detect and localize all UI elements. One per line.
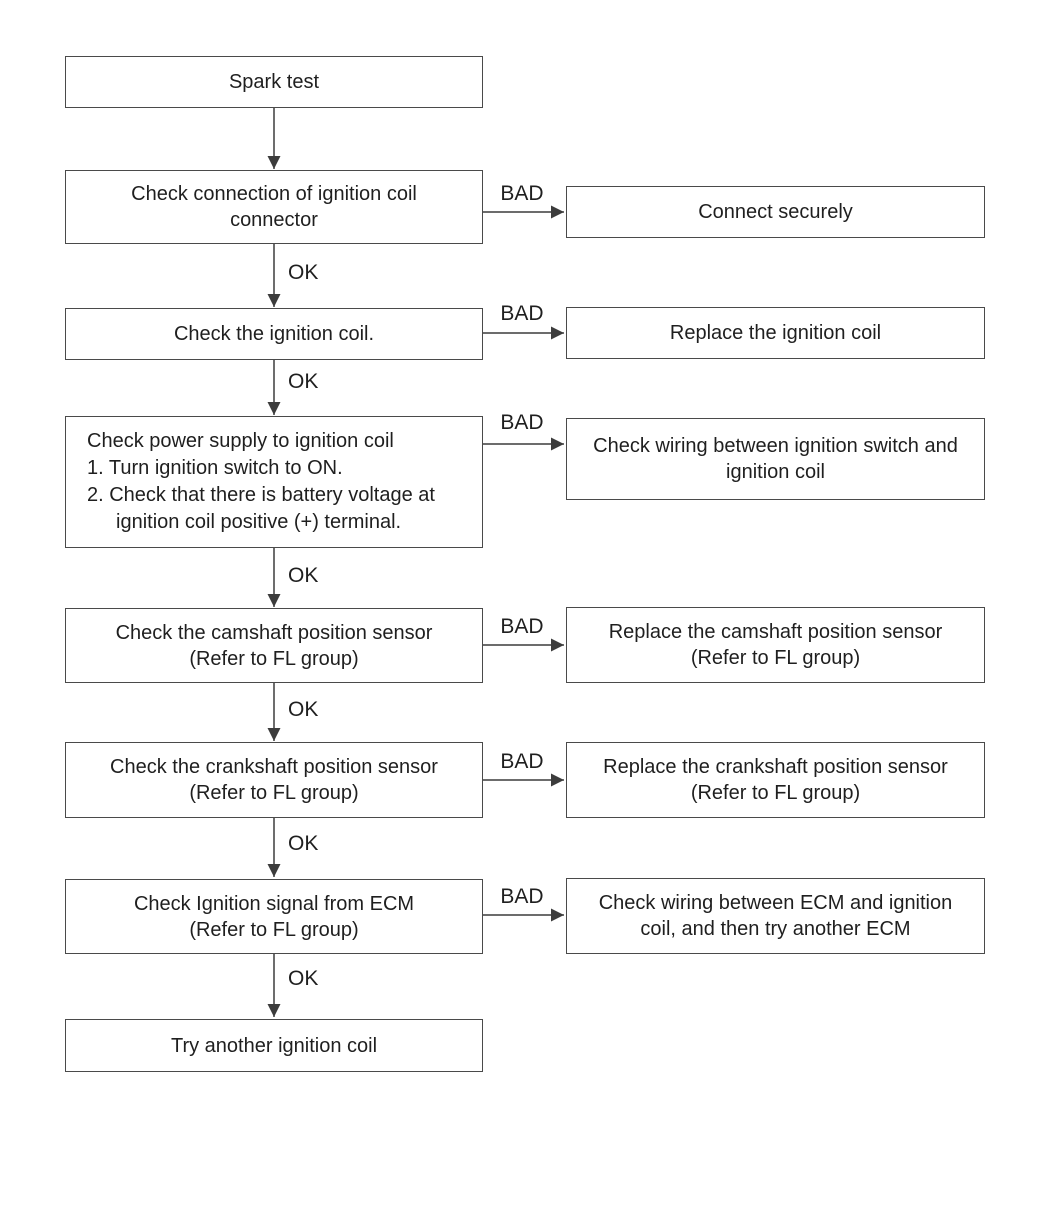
result-check-wiring-switch-label: Check wiring between ignition switch and… — [593, 435, 958, 483]
node-check-connection-label: Check connection of ignition coil connec… — [131, 183, 417, 231]
bad-label-connection: BAD — [500, 182, 544, 205]
bad-label-camshaft: BAD — [500, 615, 544, 638]
result-replace-camshaft-sensor-label: Replace the camshaft position sensor (Re… — [608, 621, 943, 669]
node-check-connection: Check connection of ignition coil connec… — [65, 170, 483, 244]
node-check-crankshaft-sensor: Check the crankshaft position sensor (Re… — [65, 742, 483, 818]
result-connect-securely-label: Connect securely — [698, 201, 853, 223]
node-check-ignition-signal-label: Check Ignition signal from ECM (Refer to… — [133, 892, 415, 941]
result-replace-camshaft-sensor: Replace the camshaft position sensor (Re… — [566, 607, 985, 683]
result-replace-crankshaft-sensor-label: Replace the crankshaft position sensor (… — [603, 756, 948, 804]
result-check-wiring-ecm-label: Check wiring between ECM and ignition co… — [598, 892, 953, 940]
node-try-another-coil: Try another ignition coil — [65, 1019, 483, 1072]
ok-label-crankshaft: OK — [288, 832, 319, 855]
ok-label-connection: OK — [288, 261, 319, 284]
node-try-another-coil-label: Try another ignition coil — [170, 1034, 378, 1057]
bad-label-power: BAD — [500, 411, 544, 434]
bad-label-ecm: BAD — [500, 885, 544, 908]
node-check-camshaft-sensor-label: Check the camshaft position sensor (Refe… — [115, 621, 433, 670]
node-check-power-supply-step-2: 2. Check that there is battery voltage a… — [87, 484, 435, 533]
result-connect-securely: Connect securely — [566, 186, 985, 238]
node-check-camshaft-sensor: Check the camshaft position sensor (Refe… — [65, 608, 483, 683]
node-check-power-supply-step-1: 1. Turn ignition switch to ON. — [87, 457, 343, 479]
result-replace-ignition-coil-label: Replace the ignition coil — [669, 322, 882, 344]
node-check-crankshaft-sensor-label: Check the crankshaft position sensor (Re… — [110, 756, 438, 804]
bad-label-coil: BAD — [500, 302, 544, 325]
node-check-ignition-coil-label: Check the ignition coil. — [173, 323, 375, 345]
node-check-ignition-coil: Check the ignition coil. — [65, 308, 483, 360]
node-check-power-supply-title: Check power supply to ignition coil — [87, 430, 394, 452]
result-check-wiring-switch: Check wiring between ignition switch and… — [566, 418, 985, 500]
ok-label-ecm: OK — [288, 967, 319, 990]
node-check-power-supply: Check power supply to ignition coil 1. T… — [65, 416, 483, 548]
ok-label-camshaft: OK — [288, 698, 319, 721]
node-check-ignition-signal: Check Ignition signal from ECM (Refer to… — [65, 879, 483, 954]
result-check-wiring-ecm: Check wiring between ECM and ignition co… — [566, 878, 985, 954]
result-replace-ignition-coil: Replace the ignition coil — [566, 307, 985, 359]
node-spark-test: Spark test — [65, 56, 483, 108]
node-spark-test-label: Spark test — [228, 71, 320, 93]
ok-label-power: OK — [288, 564, 319, 587]
ok-label-coil: OK — [288, 370, 319, 393]
bad-label-crankshaft: BAD — [500, 750, 544, 773]
result-replace-crankshaft-sensor: Replace the crankshaft position sensor (… — [566, 742, 985, 818]
